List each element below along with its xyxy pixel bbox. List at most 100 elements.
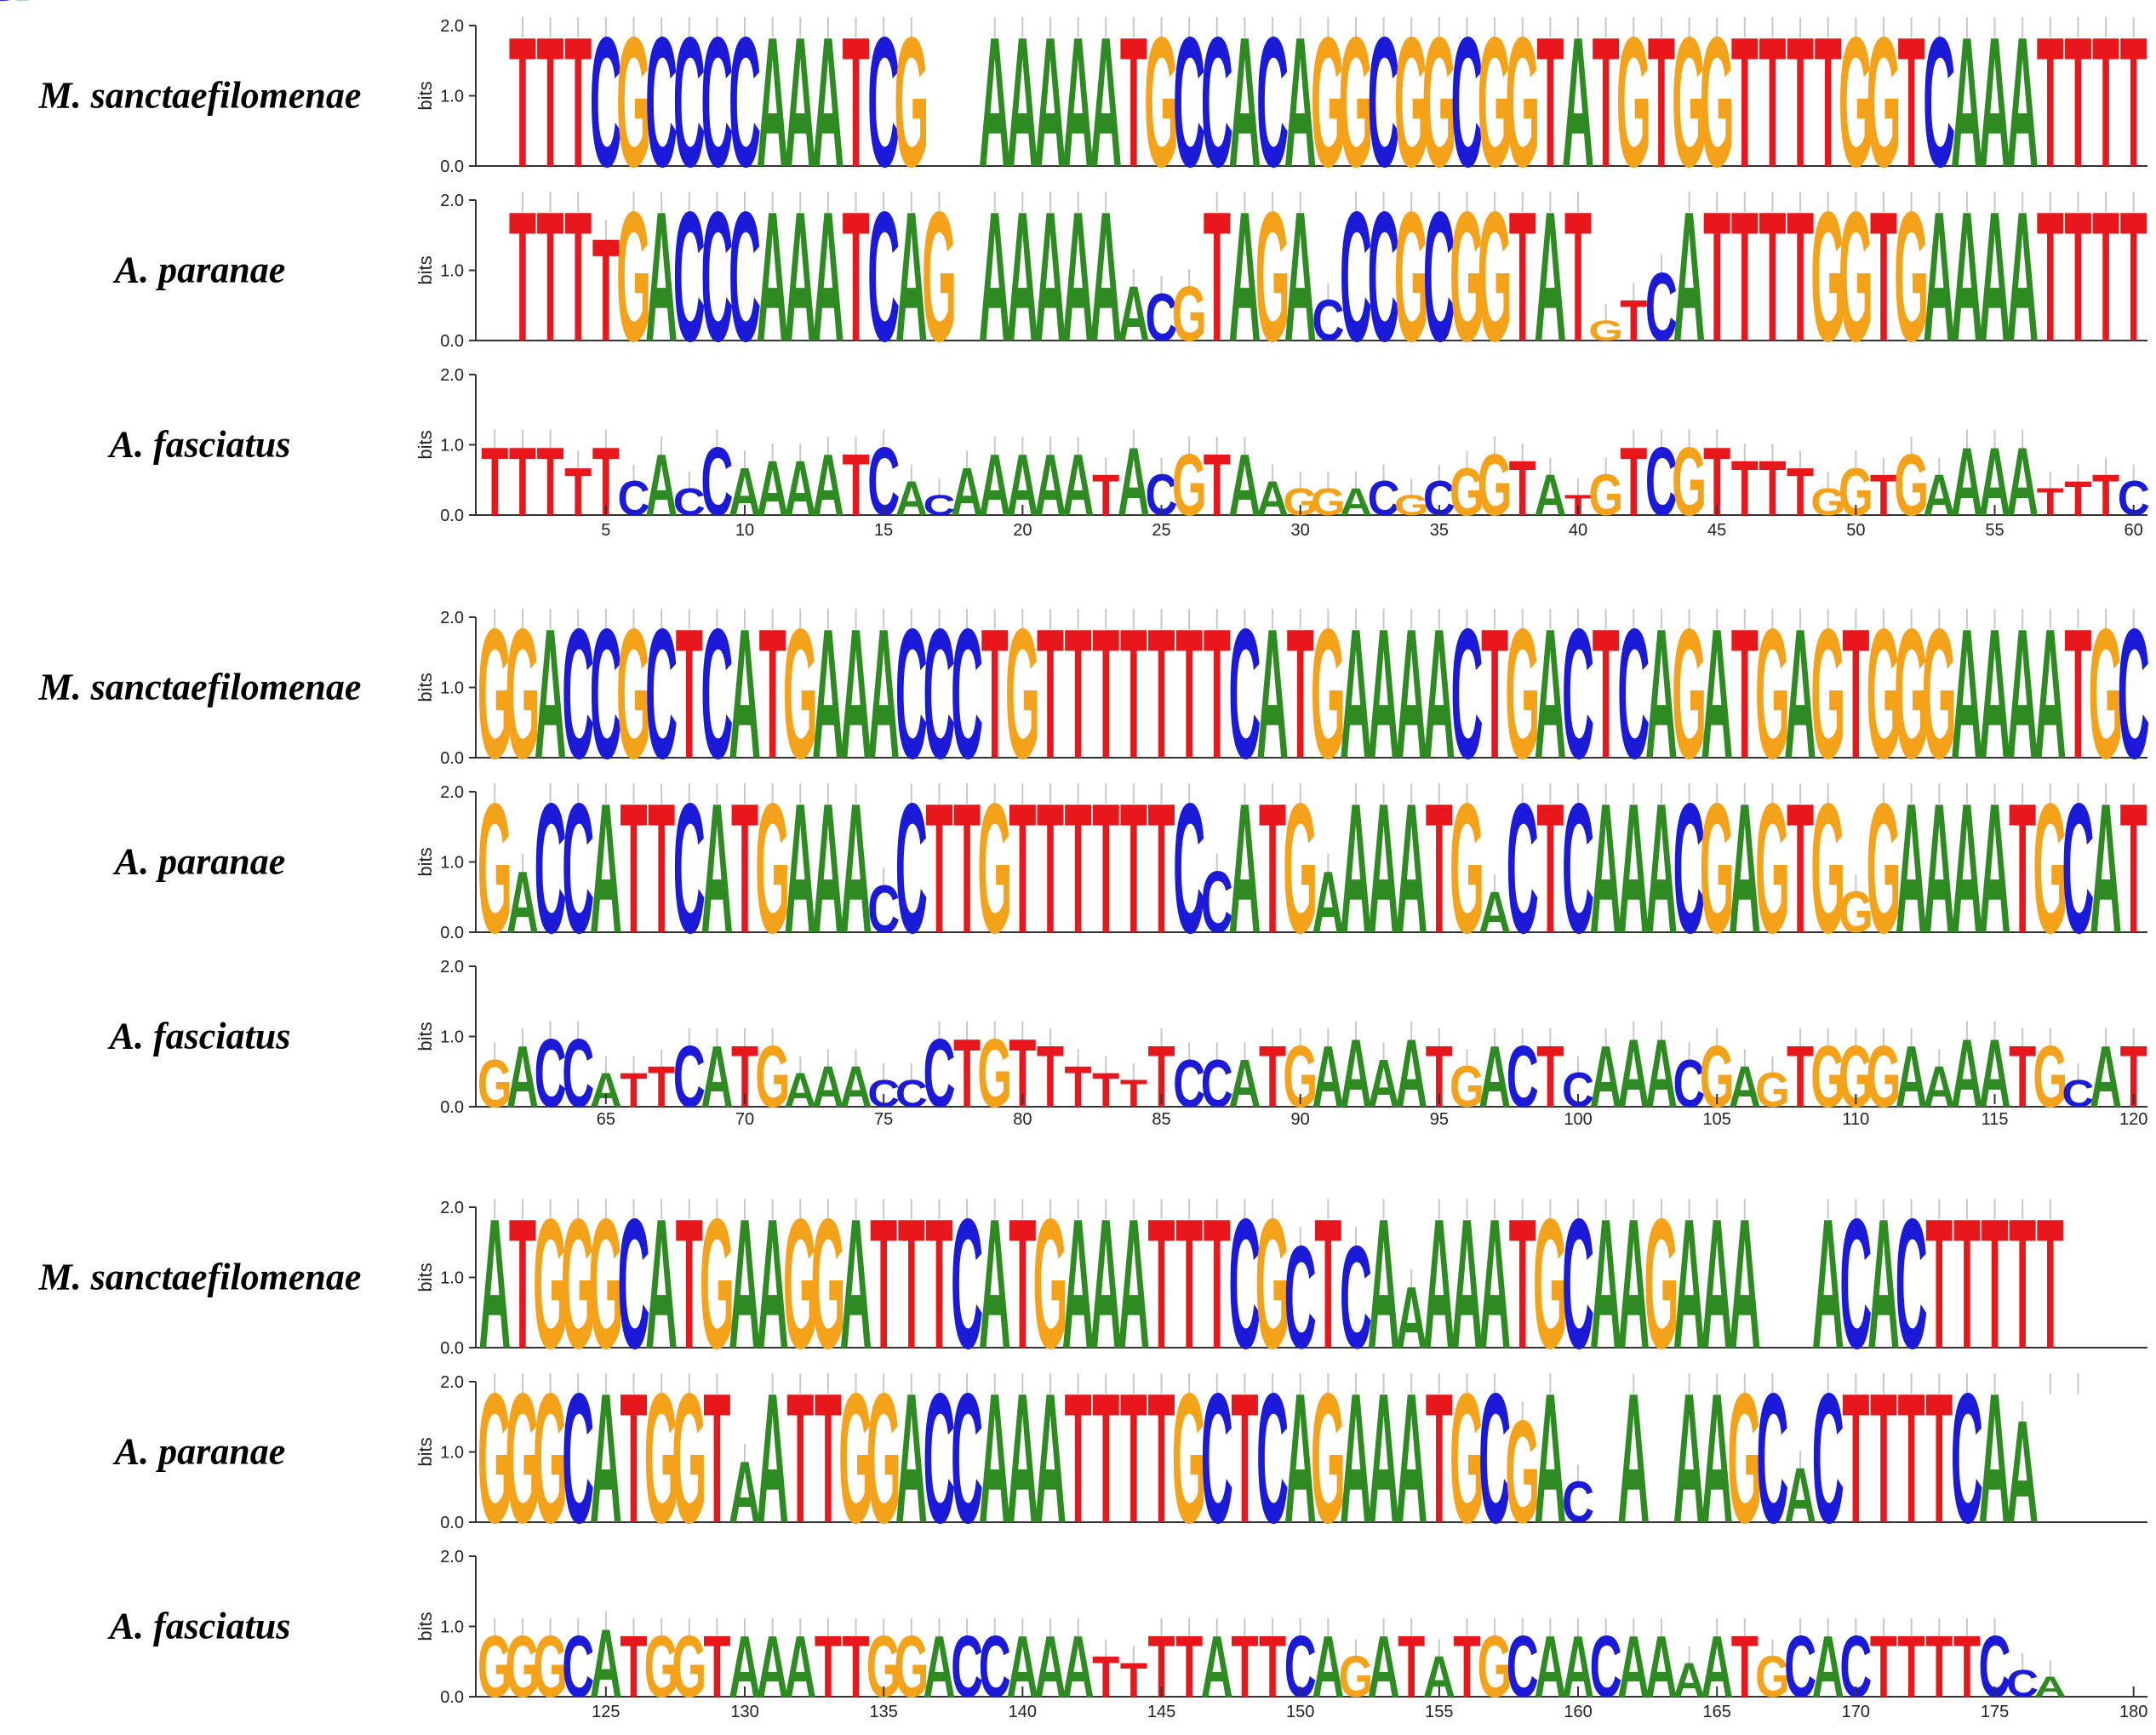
logo-letter-T: T: [1509, 444, 1536, 532]
logo-letter-T: T: [1842, 590, 1869, 797]
logo-letter-A: A: [2034, 590, 2067, 797]
logo-letter-C: C: [1450, 0, 1483, 206]
logo-letter-A: A: [812, 0, 844, 206]
logo-letter-A: A: [1729, 1054, 1761, 1119]
logo-letter-C: C: [923, 1354, 955, 1561]
logo-letter-C: C: [1839, 1180, 1872, 1387]
logo-letter-A: A: [1228, 764, 1261, 971]
logo-letter-C: C: [1478, 1354, 1511, 1561]
logo-letter-C: C: [1645, 252, 1678, 362]
logo-letter-C: C: [867, 0, 900, 206]
logo-letter-T: T: [2120, 0, 2147, 206]
y-tick-label: 2.0: [440, 1199, 464, 1217]
logo-letter-G: G: [810, 1180, 845, 1387]
logo-letter-G: G: [1810, 173, 1845, 380]
logo-letter-T: T: [1204, 1180, 1231, 1387]
logo-letter-T: T: [564, 455, 592, 530]
logo-letter-A: A: [1118, 270, 1150, 358]
logo-letter-A: A: [1534, 590, 1566, 797]
logo-letter-A: A: [2034, 1671, 2067, 1704]
logo-letter-A: A: [784, 444, 816, 532]
logo-letter-G: G: [561, 1180, 596, 1387]
logo-letter-T: T: [815, 1354, 842, 1561]
y-tick-label: 1.0: [440, 854, 464, 873]
logo-letter-A: A: [979, 1180, 1011, 1387]
logo-letter-G: G: [1755, 764, 1790, 971]
logo-letter-G: G: [700, 1180, 735, 1387]
logo-letter-G: G: [1839, 173, 1873, 380]
logo-letter-C: C: [1228, 1180, 1261, 1387]
logo-letter-G: G: [1394, 0, 1429, 206]
logo-letter-C: C: [1284, 1618, 1317, 1716]
logo-letter-A: A: [840, 1180, 872, 1387]
x-tick-label: 155: [1425, 1703, 1453, 1721]
logo-letter-T: T: [1870, 462, 1897, 527]
y-tick-label: 2.0: [440, 192, 464, 210]
logo-letter-A: A: [1368, 590, 1400, 797]
logo-letter-A: A: [979, 0, 1011, 206]
species-label: A. paranae: [112, 1431, 285, 1473]
logo-letter-G: G: [1283, 480, 1318, 524]
logo-letter-A: A: [812, 1054, 844, 1119]
logo-letter-T: T: [1536, 1028, 1564, 1126]
logo-letter-G: G: [1810, 480, 1845, 524]
logo-letter-C: C: [0, 0, 31, 19]
logo-letter-G: G: [616, 0, 651, 206]
logo-letter-G: G: [672, 1618, 706, 1716]
logo-letter-G: G: [1478, 1618, 1513, 1716]
logo-letter-T: T: [1037, 764, 1064, 971]
logo-letter-T: T: [1731, 1618, 1759, 1716]
logo-letter-G: G: [1311, 1354, 1346, 1561]
logo-letter-C: C: [2118, 590, 2150, 797]
logo-letter-A: A: [895, 471, 928, 526]
logo-letter-A: A: [840, 1054, 872, 1119]
logo-letter-C: C: [1228, 590, 1261, 797]
logo-letter-G: G: [1172, 437, 1207, 535]
logo-letter-G: G: [783, 590, 818, 797]
logo-letter-A: A: [2090, 1028, 2122, 1126]
logo-letter-T: T: [2009, 1028, 2036, 1126]
logo-letter-G: G: [533, 1354, 568, 1561]
logo-letter-C: C: [1507, 1028, 1539, 1126]
logo-letter-G: G: [1894, 173, 1929, 380]
logo-letter-T: T: [1842, 1354, 1869, 1561]
logo-letter-A: A: [1423, 590, 1455, 797]
logo-letter-G: G: [1755, 590, 1790, 797]
logo-letter-A: A: [784, 764, 816, 971]
logo-letter-G: G: [838, 1354, 873, 1561]
logo-letter-C: C: [1896, 1180, 1928, 1387]
logo-letter-G: G: [1755, 1644, 1790, 1709]
logo-letter-C: C: [1617, 590, 1650, 797]
logo-letter-T: T: [1953, 1618, 1981, 1716]
x-tick-label: 40: [1569, 521, 1587, 540]
logo-letter-A: A: [1534, 462, 1566, 527]
logo-letter-G: G: [1588, 462, 1623, 527]
logo-letter-T: T: [1815, 0, 1842, 206]
logo-letter-T: T: [1731, 444, 1759, 532]
y-tick-label: 2.0: [440, 17, 464, 36]
logo-letter-T: T: [2092, 0, 2119, 206]
logo-letter-A: A: [1645, 590, 1678, 797]
logo-letter-T: T: [2037, 480, 2064, 524]
logo-letter-A: A: [1562, 1618, 1594, 1716]
logo-letter-A: A: [506, 1028, 539, 1126]
logo-letter-T: T: [1120, 1354, 1147, 1561]
logo-letter-C: C: [673, 764, 706, 971]
logo-letter-T: T: [815, 1618, 842, 1716]
logo-letter-C: C: [1173, 0, 1205, 206]
logo-letter-T: T: [1509, 173, 1536, 380]
logo-letter-A: A: [1923, 764, 1955, 971]
logo-letter-T: T: [2092, 462, 2119, 527]
logo-letter-G: G: [1810, 764, 1845, 971]
logo-letter-A: A: [895, 173, 928, 380]
logo-letter-A: A: [1673, 1354, 1706, 1561]
logo-letter-A: A: [757, 1354, 789, 1561]
logo-letter-T: T: [1175, 1618, 1203, 1716]
logo-letter-A: A: [1034, 0, 1067, 206]
logo-letter-C: C: [1450, 590, 1483, 797]
logo-letter-A: A: [1979, 0, 2011, 206]
logo-letter-A: A: [729, 1180, 761, 1387]
logo-letter-A: A: [1701, 1618, 1733, 1716]
